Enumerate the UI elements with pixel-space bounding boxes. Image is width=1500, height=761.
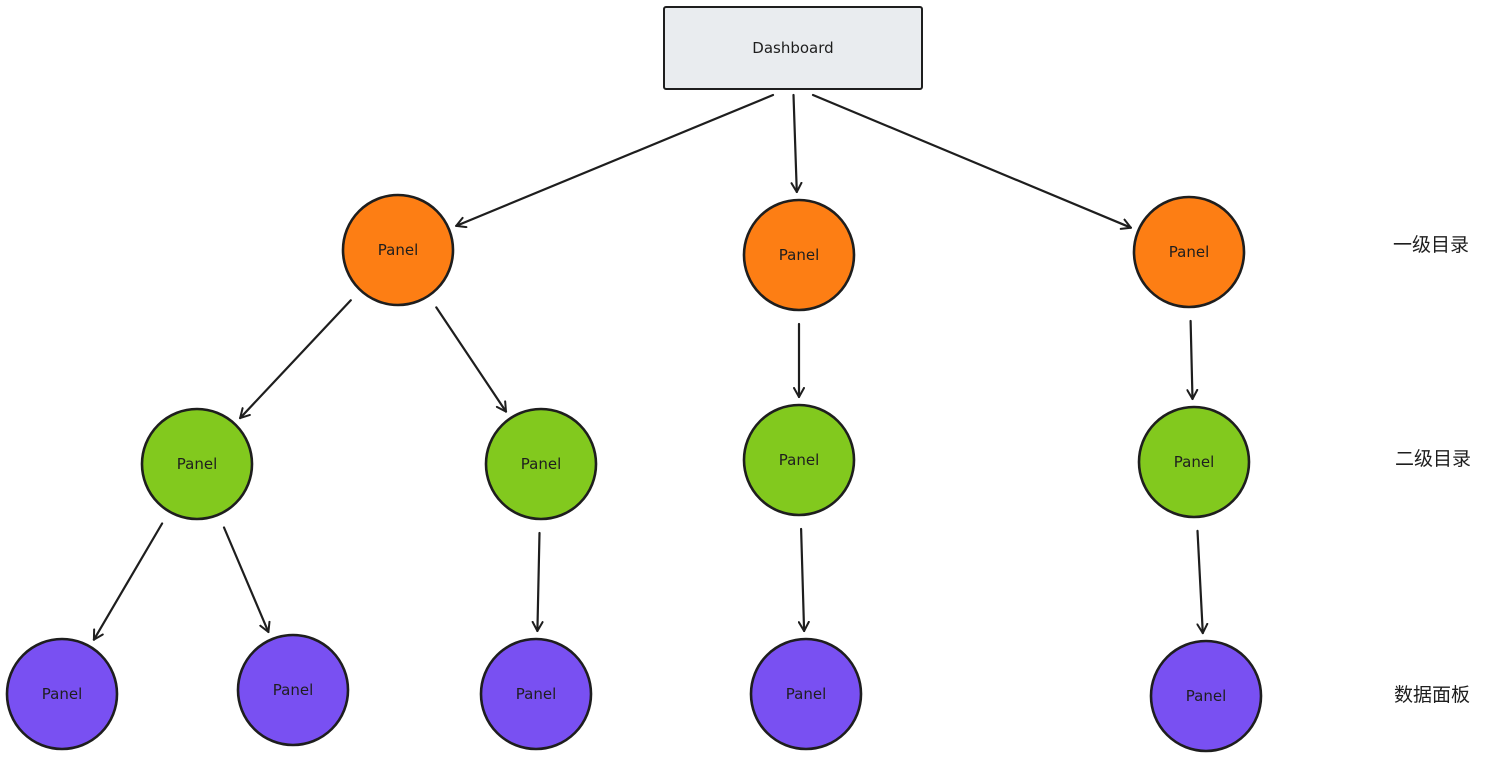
panel-label: Panel [1169,243,1209,261]
panel-node[interactable]: Panel [1137,405,1251,519]
edge-arrow [239,299,352,420]
panel-label: Panel [42,685,82,703]
panel-label: Panel [779,451,819,469]
edge-arrow [455,93,775,229]
edge-arrow [1186,319,1199,401]
panel-label: Panel [177,455,217,473]
edge-arrow [1196,529,1209,635]
panel-label: Panel [521,455,561,473]
panel-label: Panel [779,246,819,264]
panel-circle [742,198,856,312]
level-label-1: 一级目录 [1393,234,1469,256]
panel-circle [236,633,350,747]
root-label: Dashboard [752,39,833,57]
panel-node[interactable]: Panel [742,198,856,312]
panel-node[interactable]: Panel [236,633,350,747]
edge-arrow [811,93,1132,230]
panel-circle [5,637,119,751]
level-label-2: 二级目录 [1395,448,1471,470]
panel-node[interactable]: Panel [1149,639,1263,753]
panel-node[interactable]: Panel [140,407,254,521]
edge-arrow [435,306,508,413]
edge-arrow [790,93,803,194]
edge-arrow [92,522,164,641]
panel-node[interactable]: Panel [484,407,598,521]
panel-circle [341,193,455,307]
panel-node[interactable]: Panel [479,637,593,751]
panel-label: Panel [1186,687,1226,705]
panel-circle [742,403,856,517]
panel-circle [749,637,863,751]
edge-arrow [531,531,544,633]
panel-node[interactable]: Panel [749,637,863,751]
panel-circle [1137,405,1251,519]
panel-circle [1132,195,1246,309]
panel-label: Panel [273,681,313,699]
panel-node[interactable]: Panel [5,637,119,751]
panel-label: Panel [378,241,418,259]
panel-label: Panel [786,685,826,703]
panel-circle [484,407,598,521]
panel-label: Panel [1174,453,1214,471]
level-labels: 一级目录 二级目录 数据面板 [1393,234,1471,706]
panel-circle [1149,639,1263,753]
edge-arrow [797,527,810,633]
edge-arrow [222,526,271,634]
edges [92,93,1209,641]
panel-node[interactable]: Panel [1132,195,1246,309]
root-node[interactable]: Dashboard [663,6,923,90]
level-label-3: 数据面板 [1394,684,1470,706]
panel-circle [479,637,593,751]
panel-label: Panel [516,685,556,703]
panel-node[interactable]: Panel [341,193,455,307]
panel-circle [140,407,254,521]
root-box [663,6,923,90]
panel-node[interactable]: Panel [742,403,856,517]
